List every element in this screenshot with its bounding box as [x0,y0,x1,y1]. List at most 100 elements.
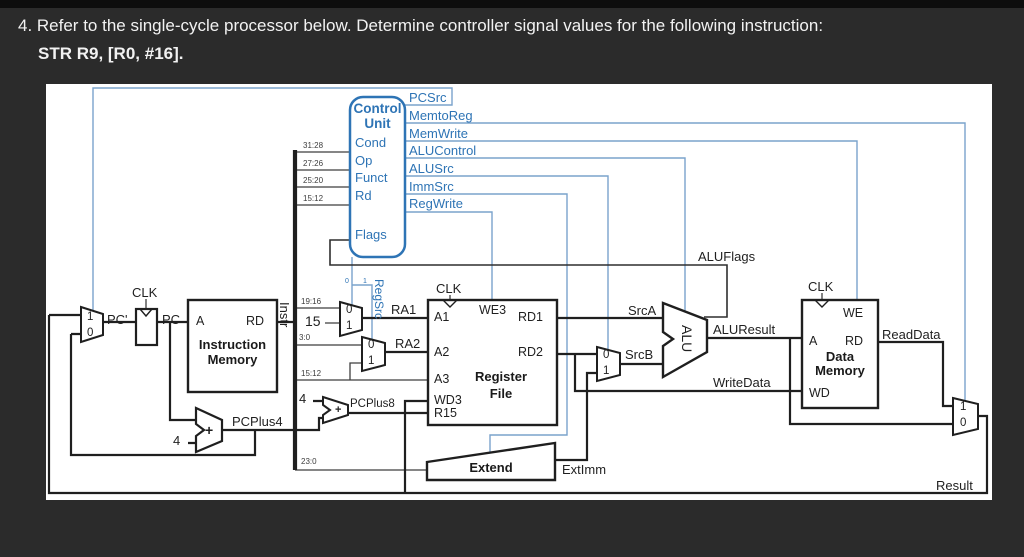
bitfield-31-28: 31:28 [303,141,324,150]
pcplus8-plus-sign: + [335,404,342,416]
regsrc-bit0: 0 [345,278,349,285]
dm-port-we: WE [843,306,864,320]
pcplus8-adder [322,395,349,425]
bitfield-25-20: 25:20 [303,176,324,185]
srcb-mux [596,345,621,383]
ra2-mux [361,335,386,373]
clk-label-datamem: CLK [808,279,834,294]
result-mux-label-1: 1 [960,401,967,413]
data-memory-clock-notch [814,299,830,308]
result-mux-label-0: 0 [960,417,967,429]
signal-regsrc: RegSrc [372,279,386,320]
srcb-mux-label-1: 1 [603,365,610,377]
alu-title: ALU [679,325,695,353]
pcplus4-adder [194,406,224,454]
dm-title-1: Data [825,349,855,364]
im-title-1: Instruction [198,337,267,352]
im-title-2: Memory [207,352,258,367]
control-unit-box [348,95,407,259]
signal-instr: Instr [277,302,292,328]
rf-title-1: Register [474,369,528,384]
signal-ra2: RA2 [395,336,421,351]
control-unit-title-1: Control [353,101,402,116]
ra1-mux [339,300,363,338]
ra2-mux-label-0: 0 [368,339,375,351]
signal-pc-prime: PC' [107,312,128,327]
im-port-a: A [196,314,205,328]
ra1-mux-label-0: 0 [346,304,353,316]
signal-writedata: WriteData [713,375,771,390]
cu-flags: Flags [355,227,387,242]
signal-srcb: SrcB [625,347,654,362]
cu-input-funct: Funct [355,170,388,185]
pc-register-clock-notch [139,308,153,318]
diagram-canvas [47,87,989,495]
signal-regwrite: RegWrite [409,196,463,211]
const-4-pcplus4: 4 [173,433,181,448]
bitfield-27-26: 27:26 [303,159,324,168]
data-memory-box [800,298,880,410]
processor-diagram: Control Unit Cond Op Funct Rd Flags 31:2… [46,84,992,500]
question-instruction: STR R9, [R0, #16]. [38,44,184,63]
clk-label-pc: CLK [132,285,158,300]
signal-pc: PC [162,312,181,327]
extend-block [425,441,557,482]
cu-input-cond: Cond [355,135,387,150]
control-unit-title-2: Unit [364,116,391,131]
rf-port-we3: WE3 [479,303,507,317]
signal-extimm: ExtImm [562,462,607,477]
pcplus4-plus-sign: + [205,422,214,438]
signal-pcplus8: PCPlus8 [350,398,395,410]
signal-aluresult: ALUResult [713,322,776,337]
srcb-mux-label-0: 0 [603,349,610,361]
regsrc-bit1: 1 [363,278,367,285]
tap-3-0: 3:0 [299,333,311,342]
cu-input-rd: Rd [355,188,372,203]
signal-memwrite: MemWrite [409,126,468,141]
rf-port-a2: A2 [434,345,450,359]
top-strip [0,0,1024,8]
alu-shape [661,301,709,380]
cu-input-op: Op [355,153,373,168]
rf-title-2: File [489,386,513,401]
signal-srca: SrcA [628,303,657,318]
signal-pcplus4: PCPlus4 [232,414,283,429]
dm-port-a: A [809,334,818,348]
ra2-mux-label-1: 1 [368,355,375,367]
pc-register [134,307,159,347]
pc-mux-label-1: 1 [87,311,94,323]
rf-port-a1: A1 [434,310,450,324]
ra1-mux-label-1: 1 [346,320,353,332]
rf-port-a3: A3 [434,372,450,386]
rf-port-r15: R15 [434,406,457,420]
tap-19-16: 19:16 [301,297,322,306]
instruction-memory-box [186,298,279,394]
signal-readdata: ReadData [882,327,941,342]
data-wires [47,313,989,495]
tap-23-0: 23:0 [301,457,317,466]
signal-memtoreg: MemtoReg [409,108,473,123]
rf-port-rd2: RD2 [518,345,544,359]
tap-15-12: 15:12 [301,369,322,378]
dm-title-2: Memory [815,363,865,378]
im-port-rd: RD [246,314,265,328]
extend-title: Extend [469,460,513,475]
clk-label-regfile: CLK [436,281,462,296]
signal-result: Result [936,478,973,493]
rf-port-rd1: RD1 [518,310,544,324]
register-file-clock-notch [442,299,458,308]
dm-port-rd: RD [845,334,864,348]
const-4-pcplus8: 4 [299,391,307,406]
register-file-box [426,298,559,427]
rf-port-wd3: WD3 [434,393,462,407]
signal-alucontrol: ALUControl [409,143,477,158]
signal-pcsrc: PCSrc [409,90,447,105]
aluflags-wire [329,239,728,318]
pc-mux [80,305,104,344]
const-15: 15 [305,313,321,329]
signal-immsrc: ImmSrc [409,179,454,194]
result-mux [952,396,979,437]
signal-alusrc: ALUSrc [409,161,454,176]
control-signal-wires [92,87,966,453]
